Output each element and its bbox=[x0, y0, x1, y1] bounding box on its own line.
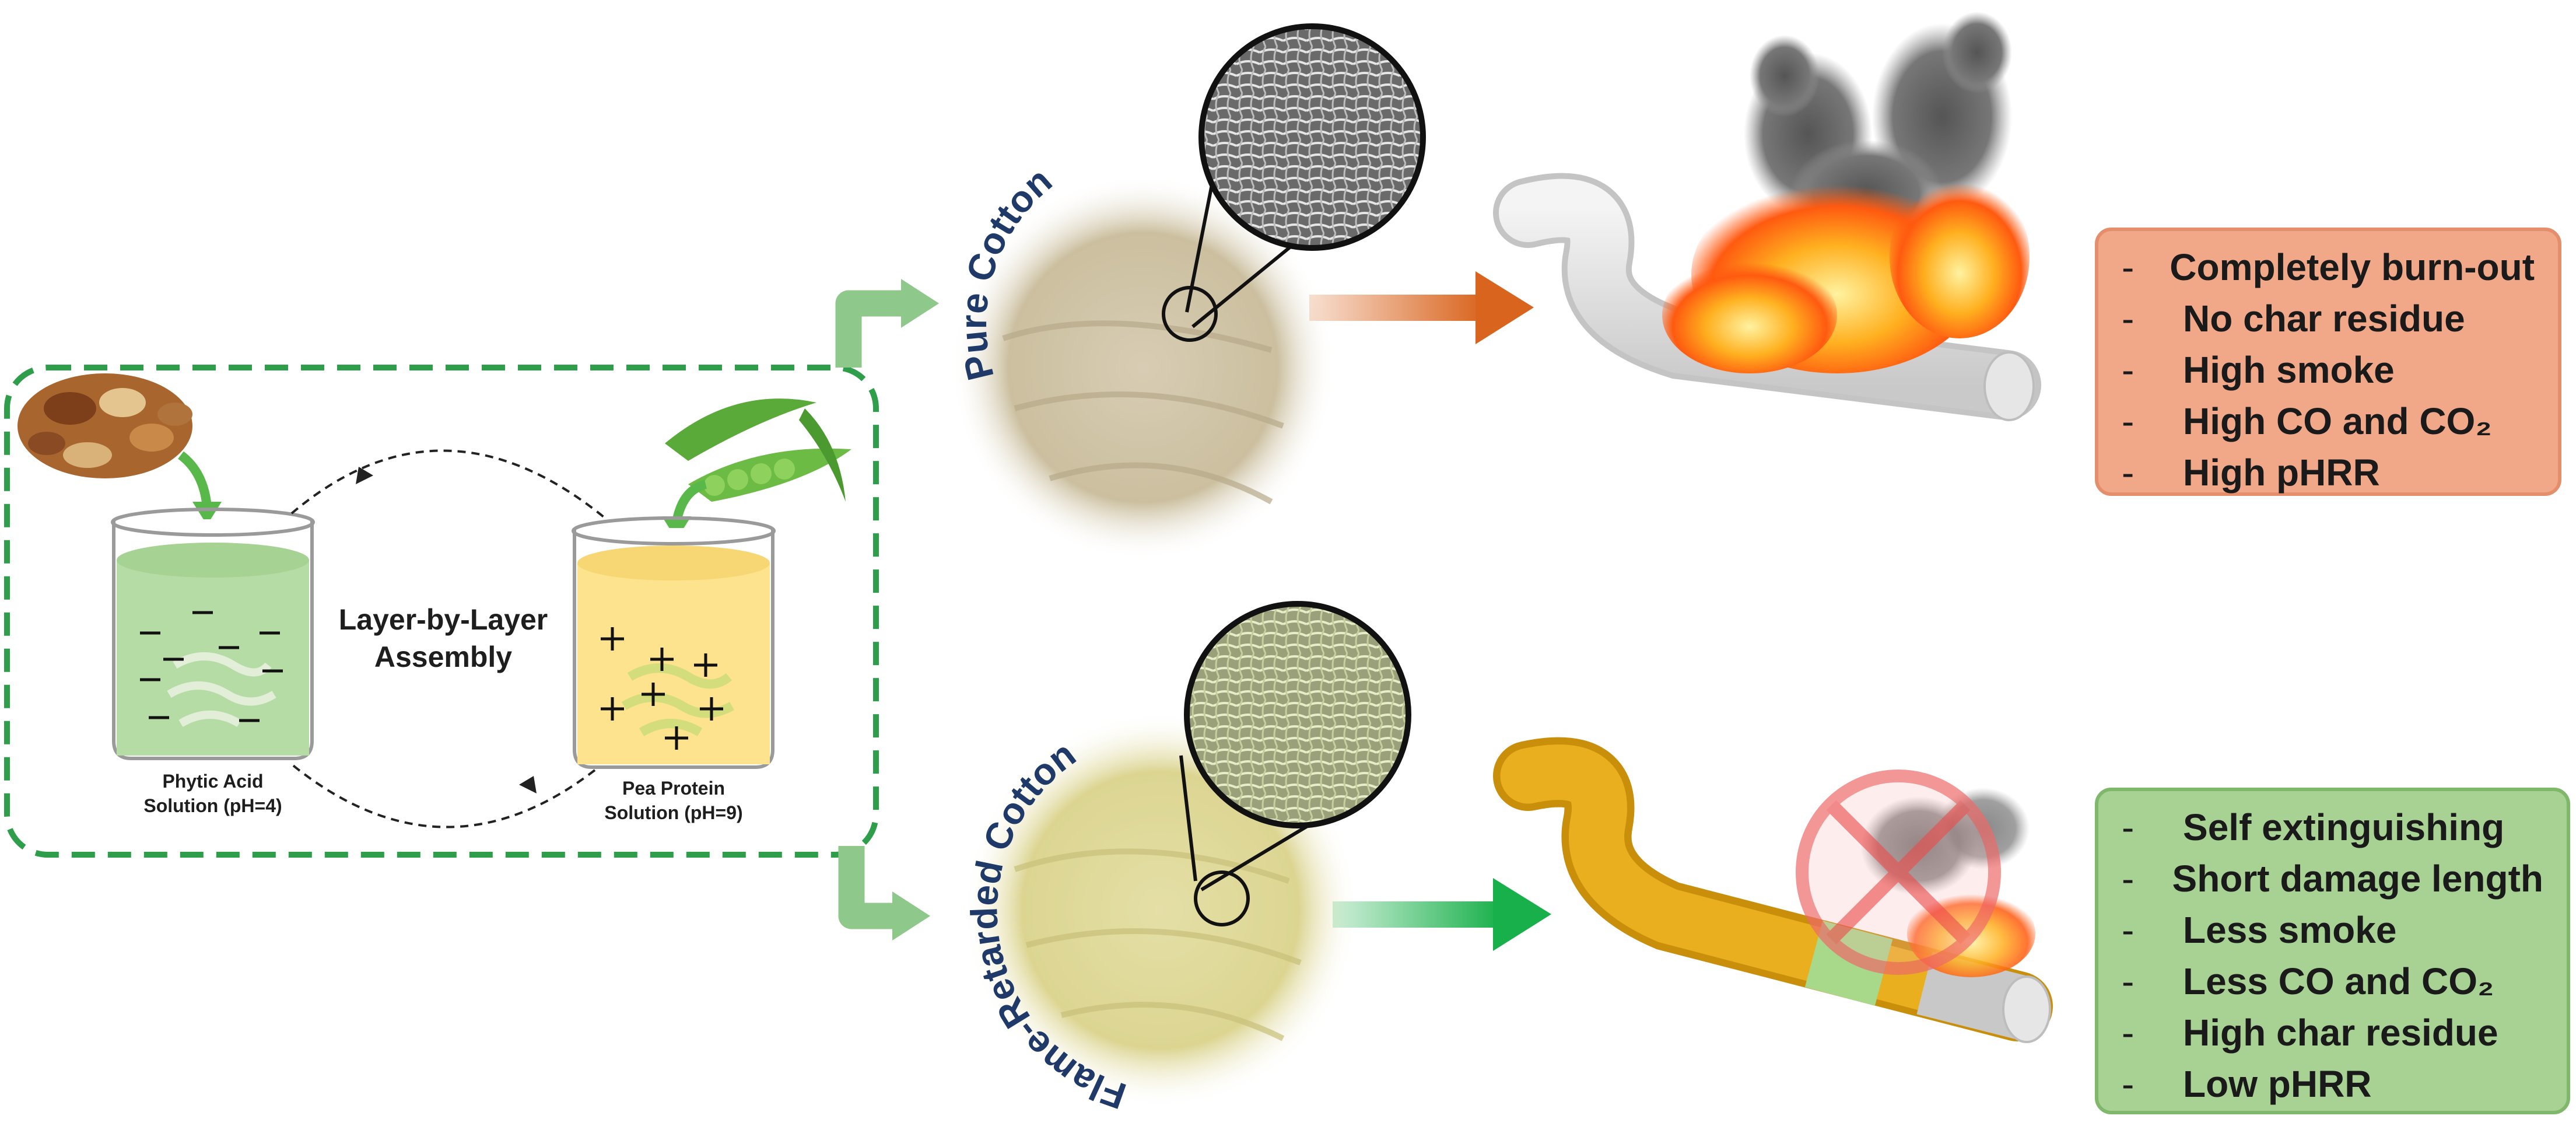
nuts-arrow bbox=[178, 451, 212, 508]
result-item: -High CO and CO₂ bbox=[2122, 400, 2492, 442]
result-item: -Short damage length bbox=[2122, 858, 2543, 900]
beaker-right-label: Pea Protein Solution (pH=9) bbox=[569, 776, 779, 825]
cycle-arrow-bottom bbox=[290, 763, 596, 828]
result-item: -Self extinguishing bbox=[2122, 806, 2505, 848]
beaker-left-label-line2: Solution (pH=4) bbox=[143, 795, 282, 816]
result-item: -Completely burn-out bbox=[2122, 246, 2535, 288]
fire-pure bbox=[1662, 175, 2030, 373]
branch-arrow-top bbox=[835, 290, 910, 368]
result-item: -Less CO and CO₂ bbox=[2122, 960, 2494, 1002]
beaker-left-label: Phytic Acid Solution (pH=4) bbox=[108, 769, 318, 818]
beaker-right-label-line1: Pea Protein bbox=[622, 778, 726, 799]
smoke-plume-pure bbox=[1744, 12, 2012, 245]
beaker-right-label-line2: Solution (pH=9) bbox=[604, 802, 743, 823]
result-item: -High smoke bbox=[2122, 349, 2395, 391]
fr-cotton-results-box: -Self extinguishing -Short damage length… bbox=[2095, 788, 2570, 1114]
assembly-title-line1: Layer-by-Layer bbox=[338, 603, 548, 636]
result-item: -Less smoke bbox=[2122, 909, 2397, 951]
cycle-arrow-top bbox=[290, 449, 608, 520]
result-item: -High char residue bbox=[2122, 1012, 2498, 1054]
pure-cotton-tube bbox=[1493, 173, 2041, 421]
assembly-title-line2: Assembly bbox=[374, 641, 513, 673]
pure-cotton-results-list: -Completely burn-out -No char residue -H… bbox=[2122, 242, 2535, 498]
result-item: -Low pHRR bbox=[2122, 1063, 2372, 1105]
fr-cotton-results-list: -Self extinguishing -Short damage length… bbox=[2122, 802, 2543, 1110]
result-item: -High pHRR bbox=[2122, 452, 2380, 494]
beaker-right bbox=[572, 516, 776, 769]
fr-cotton-sem-micrograph bbox=[1184, 601, 1411, 828]
result-item: -No char residue bbox=[2122, 298, 2465, 340]
pure-cotton-results-box: -Completely burn-out -No char residue -H… bbox=[2095, 228, 2561, 496]
no-fire-symbol bbox=[1796, 770, 2001, 975]
green-arrow bbox=[1333, 901, 1502, 928]
branch-arrow-bottom bbox=[838, 846, 901, 929]
beaker-left bbox=[111, 508, 315, 760]
pea-pods-image bbox=[665, 398, 851, 502]
pure-cotton-fabric bbox=[951, 175, 1336, 560]
beaker-left-label-line1: Phytic Acid bbox=[162, 771, 264, 792]
assembly-frame bbox=[4, 365, 879, 858]
nuts-image bbox=[17, 373, 192, 478]
orange-arrow bbox=[1309, 295, 1484, 321]
pure-cotton-sem-micrograph bbox=[1198, 23, 1426, 251]
assembly-title: Layer-by-Layer Assembly bbox=[321, 601, 566, 676]
peas-arrow bbox=[672, 480, 707, 523]
